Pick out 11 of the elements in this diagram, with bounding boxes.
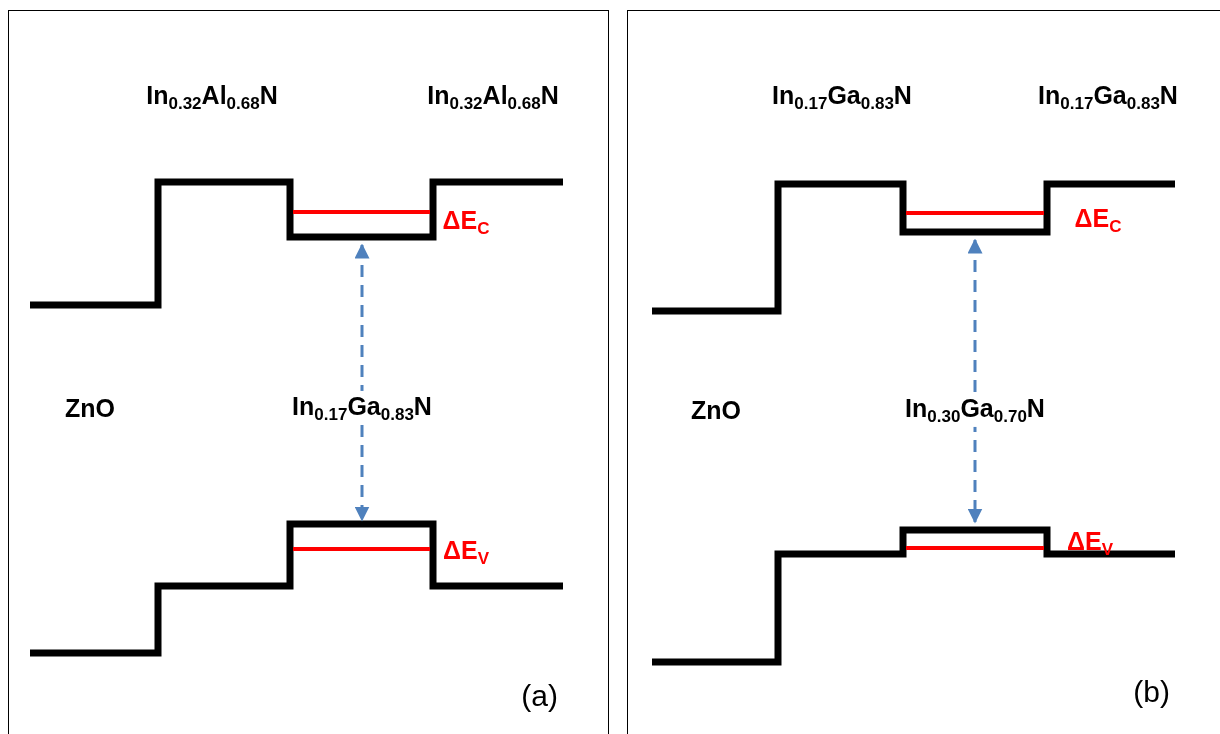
- material-label: ZnO: [690, 395, 742, 425]
- band-offset-label: ΔE$_{C}$: [1073, 202, 1123, 238]
- panel-label: (b): [1133, 677, 1170, 707]
- material-label: In$_{0.17}$Ga$_{0.83}$N: [771, 79, 913, 115]
- band-offset-label: ΔE$_{V}$: [442, 534, 490, 570]
- panel-label: (a): [521, 681, 558, 711]
- material-label: In$_{0.32}$Al$_{0.68}$N: [145, 79, 279, 115]
- material-label: In$_{0.17}$Ga$_{0.83}$N: [1037, 79, 1179, 115]
- material-label: ZnO: [64, 393, 116, 423]
- material-label: In$_{0.32}$Al$_{0.68}$N: [426, 79, 560, 115]
- band-offset-label: ΔE$_{C}$: [441, 204, 491, 240]
